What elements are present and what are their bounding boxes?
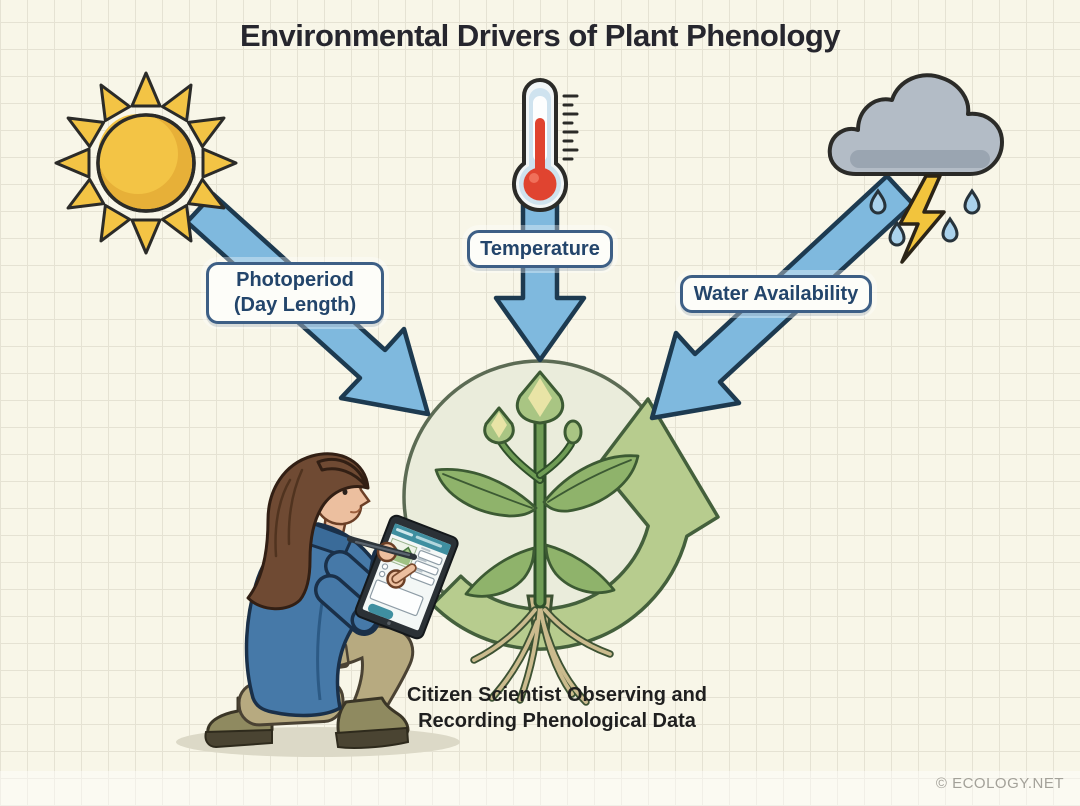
label-temperature-text: Temperature: [480, 237, 600, 260]
tablet-home-dot: [387, 621, 391, 626]
mercury-column: [535, 118, 545, 176]
caption: Citizen Scientist Observing and Recordin…: [357, 682, 757, 734]
label-photoperiod-line1: Photoperiod: [236, 269, 354, 291]
page-title: Environmental Drivers of Plant Phenology: [239, 18, 841, 53]
watermark: © ECOLOGY.NET: [935, 775, 1064, 792]
hair: [246, 452, 370, 611]
sun-rays: [54, 71, 238, 255]
caption-line2: Recording Phenological Data: [418, 710, 696, 732]
thermometer-icon: [512, 78, 579, 212]
flower-bud-left: [483, 406, 515, 445]
bottom-light-band: [0, 771, 1080, 806]
sun-highlight: [98, 114, 178, 194]
label-photoperiod-line2: (Day Length): [233, 294, 357, 316]
cloud-body: [829, 75, 1002, 174]
pointing-finger: [393, 565, 415, 582]
plant-icon: [434, 370, 640, 706]
label-temperature: Temperature: [467, 230, 613, 268]
caption-line1: Citizen Scientist Observing and: [406, 684, 708, 706]
plant-leaves: [434, 454, 640, 598]
flower-bud-right: [563, 419, 583, 445]
label-water-availability: Water Availability: [680, 275, 872, 313]
label-water-availability-text: Water Availability: [693, 282, 859, 305]
lightning-icon: [898, 174, 946, 264]
mercury-bulb: [523, 167, 557, 201]
tablet-submit-button: [368, 603, 394, 620]
flower-bud-top: [515, 370, 565, 425]
cloud-shade: [850, 150, 990, 168]
thermometer-ticks: [562, 94, 579, 161]
label-photoperiod: Photoperiod (Day Length): [206, 262, 384, 324]
mouth: [350, 508, 361, 514]
citizen-scientist-figure: [204, 452, 459, 749]
arrow-temperature: [493, 201, 587, 363]
raindrops: [869, 188, 981, 247]
storm-cloud-icon: [827, 73, 1004, 264]
sun-icon: [54, 71, 238, 255]
tablet-form-fields: [368, 547, 443, 620]
